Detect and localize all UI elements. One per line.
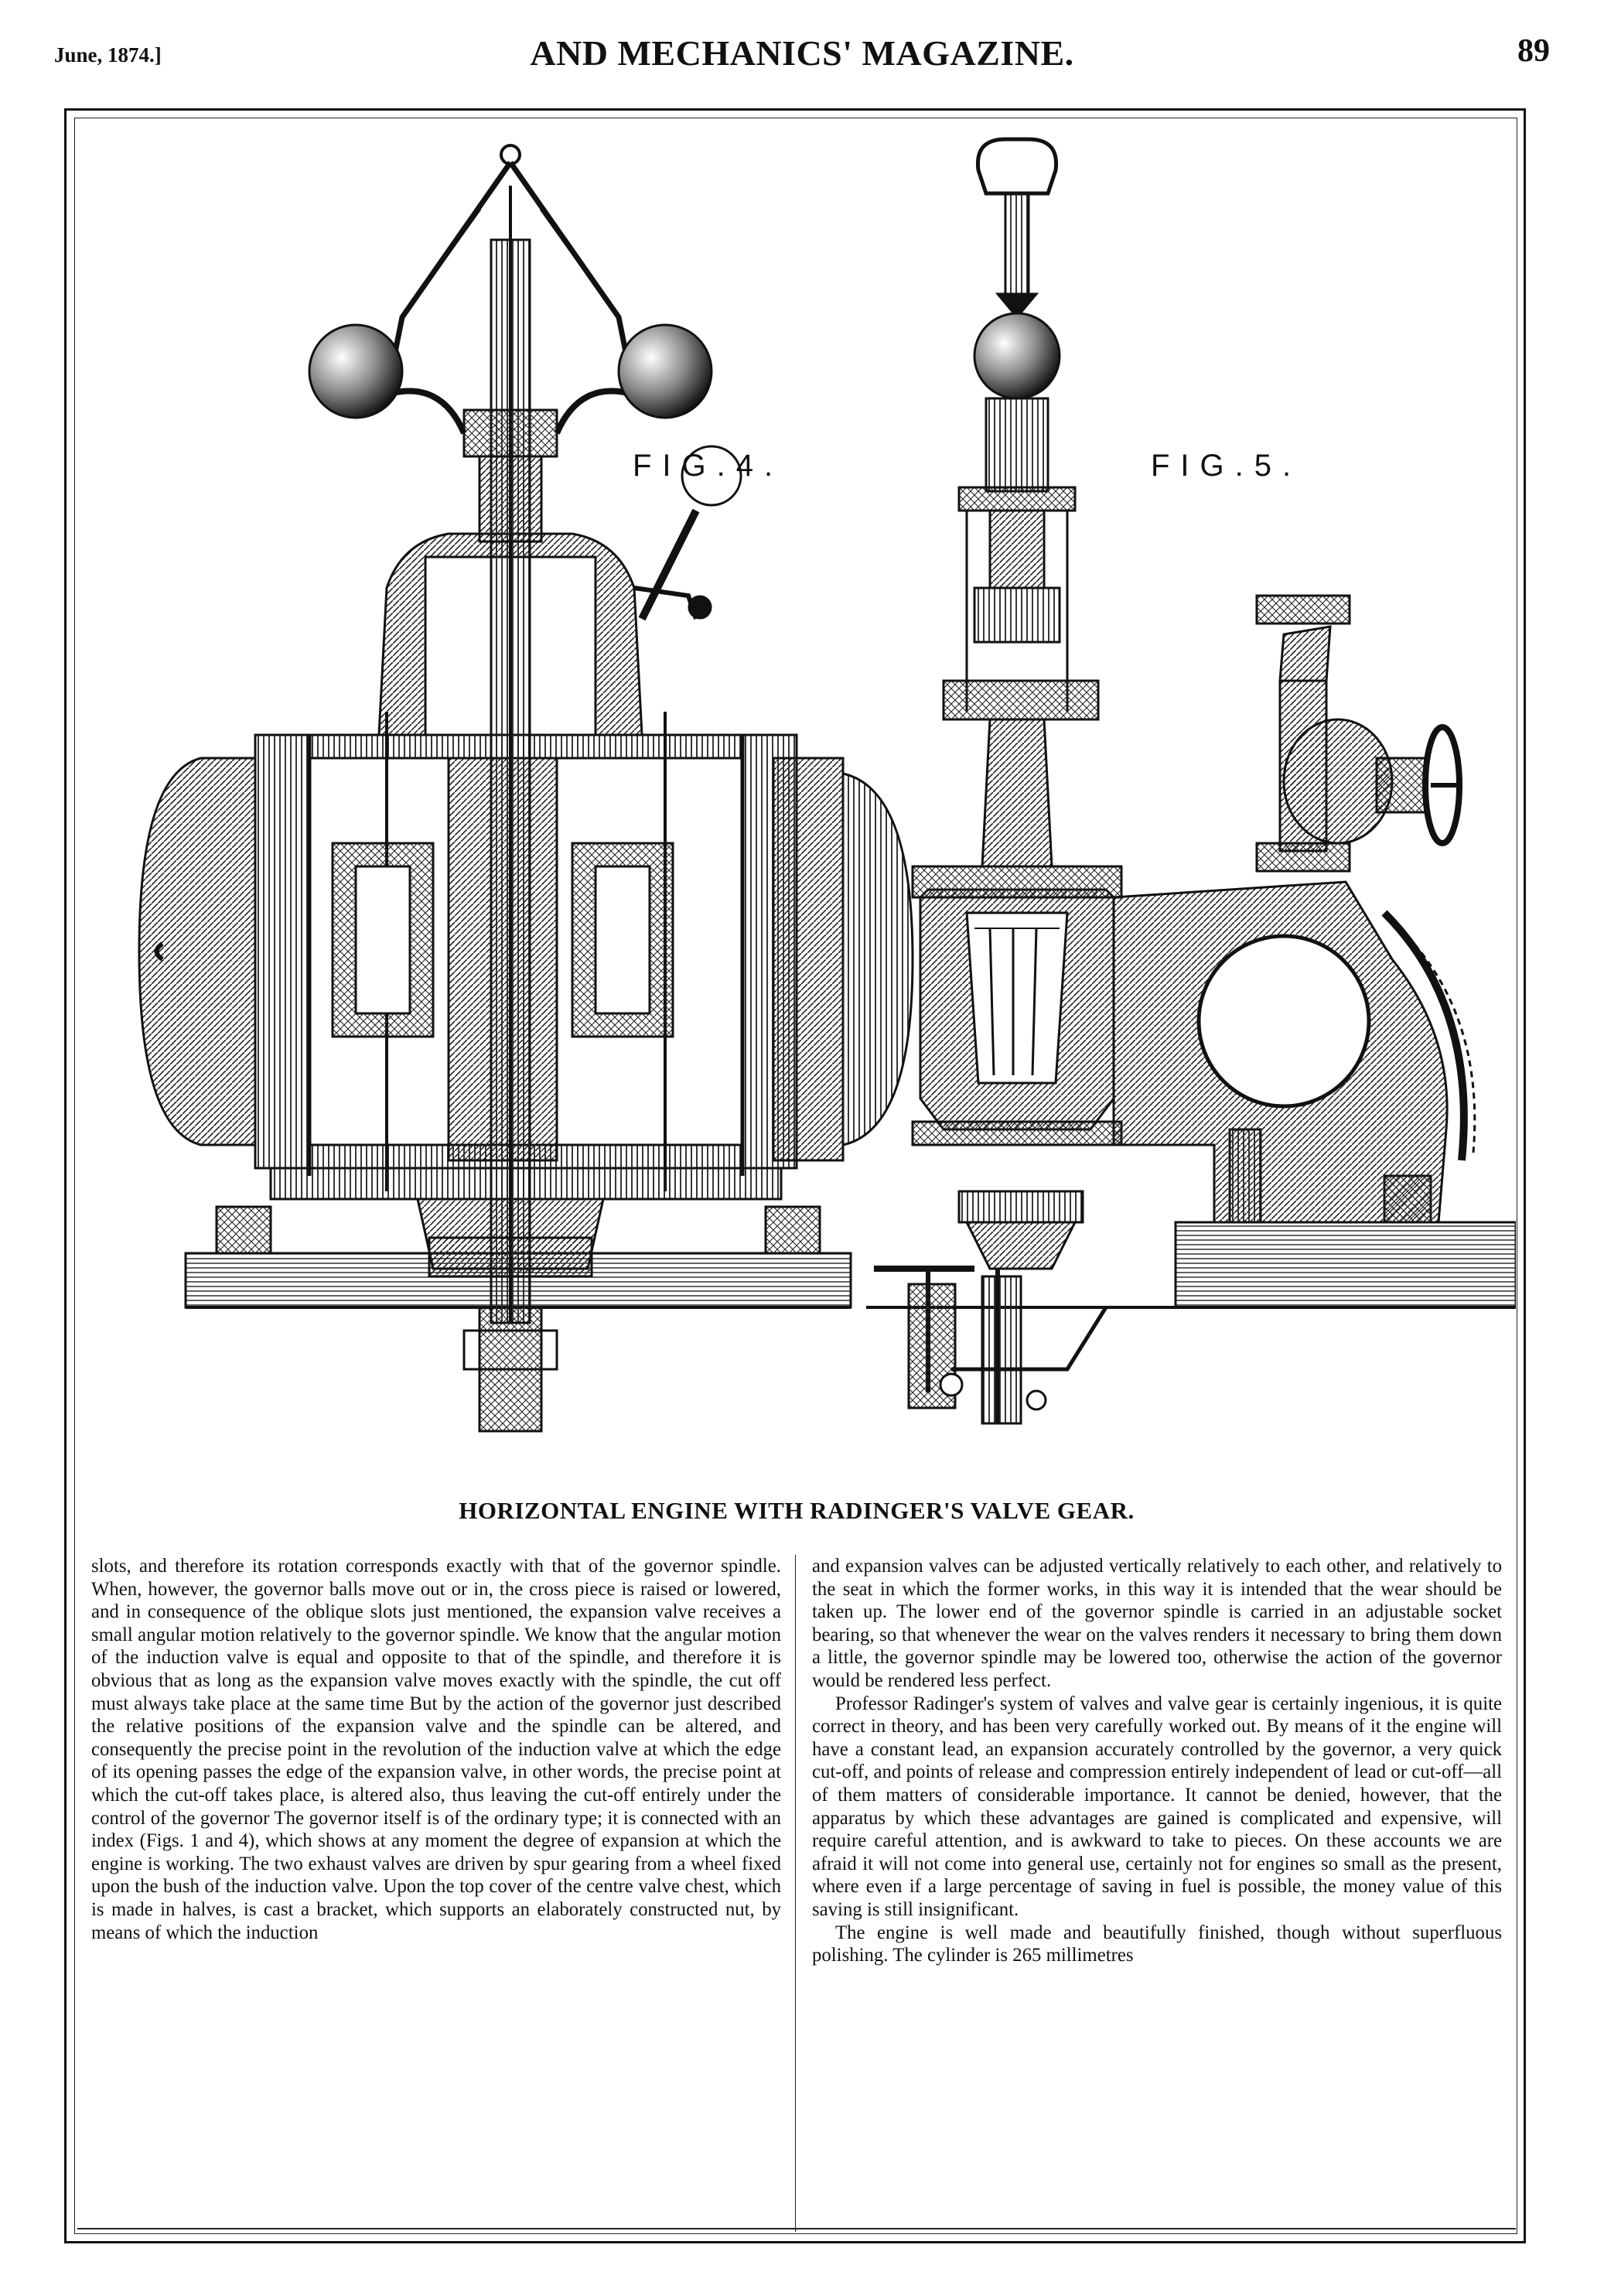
figure-4-drawing: [138, 144, 914, 1433]
page-number: 89: [1517, 33, 1550, 69]
engraving-area: FIG.4. FIG.5.: [77, 124, 1516, 1485]
left-column: slots, and therefore its rotation corres…: [91, 1555, 781, 1944]
right-paragraph-3: The engine is well made and beautifully …: [812, 1922, 1502, 1966]
figure-caption: HORIZONTAL ENGINE WITH RADINGER'S VALVE …: [459, 1497, 1135, 1524]
right-column: and expansion valves can be adjusted ver…: [812, 1555, 1502, 1967]
issue-date: June, 1874.]: [54, 43, 162, 67]
right-paragraph-2: Professor Radinger's system of valves an…: [812, 1693, 1502, 1920]
plate-border: [64, 108, 1526, 2243]
magazine-title: AND MECHANICS' MAGAZINE.: [530, 33, 1074, 73]
bottom-rule: [77, 2228, 1516, 2229]
figure-5-label: FIG.5.: [1151, 449, 1302, 483]
article-body: slots, and therefore its rotation corres…: [77, 1555, 1516, 2236]
right-paragraph-1: and expansion valves can be adjusted ver…: [812, 1556, 1502, 1691]
left-paragraph-1: slots, and therefore its rotation corres…: [91, 1556, 781, 1943]
running-head: June, 1874.] AND MECHANICS' MAGAZINE. 89: [54, 31, 1550, 85]
figure-4-label: FIG.4.: [633, 449, 784, 483]
column-divider: [795, 1555, 796, 2232]
figure-5-drawing: [866, 137, 1516, 1425]
engine-engraving: [138, 137, 1516, 1433]
plate-inner-border: [74, 118, 1517, 2234]
